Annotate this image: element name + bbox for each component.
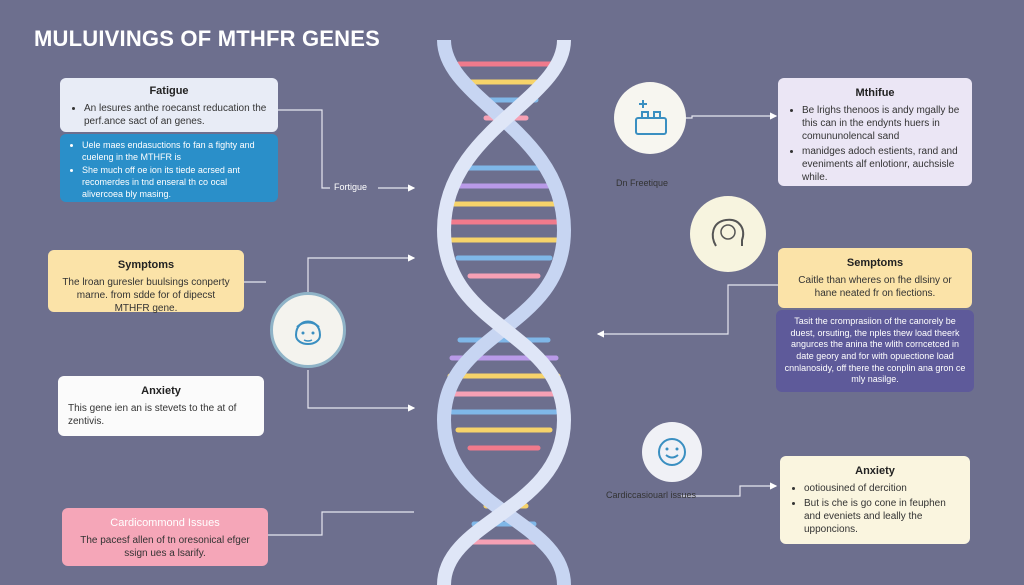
cardio-left-card: Cardicommond Issues The pacesf allen of … [62, 508, 268, 566]
factory-circle [614, 82, 686, 154]
anxiety-left-heading: Anxiety [141, 385, 181, 397]
mthifue-bullet: Be lrighs thenoos is andy mgally be this… [802, 104, 962, 143]
connector-fatigue [278, 109, 330, 189]
fatigue-arrow-label: Fortigue [334, 182, 368, 192]
anxiety-left-text: This gene ien an is stevets to the at of… [68, 403, 237, 428]
fatigue-heading: Fatigue [149, 85, 189, 97]
symptoms-left-card: Symptoms The lroan guresler buulsings co… [48, 250, 244, 315]
head-circle [690, 196, 766, 272]
fatigue-card: Fatigue An lesures anthe roecanst reduca… [60, 78, 278, 132]
symptoms-right-heading: Semptoms [846, 257, 904, 269]
fatigue-detail-bullet: Uele maes endasuctions fo fan a fighty a… [82, 140, 270, 163]
page-title: MULUIVINGS OF MTHFR GENES [34, 26, 380, 51]
connector-cardio-right [680, 482, 778, 497]
dna-strand-b [436, 40, 572, 585]
cardio-left-text: The pacesf allen of tn oresonical efger … [80, 535, 250, 560]
cardio-right-label: Cardiccasiouarl issues [606, 490, 697, 500]
freetique-label: Dn Freetique [616, 178, 669, 188]
symptoms-left-heading: Symptoms [117, 259, 175, 271]
mthifue-heading: Mthifue [855, 87, 895, 99]
mthifue-card: Mthifue Be lrighs thenoos is andy mgally… [778, 78, 972, 186]
fatigue-bullet: An lesures anthe roecanst reducation the… [84, 102, 268, 128]
symptoms-left-text: The lroan guresler buulsings conperty ma… [62, 277, 230, 315]
happy-face-circle [642, 422, 702, 482]
anxiety-right-card: Anxiety ootiousined of dercition But is … [780, 456, 970, 544]
fatigue-detail-bullet: She much off oe ion its tiede acrsed ant… [82, 165, 270, 200]
anxiety-right-bullet: But is che is go cone in feuphen and eve… [804, 497, 960, 536]
anxiety-right-heading: Anxiety [855, 465, 895, 477]
face-icon [294, 320, 322, 345]
symptoms-right-card: Semptoms Caitle than wheres on fhe dlsin… [778, 248, 972, 308]
cardio-left-heading: Cardicommond Issues [110, 517, 220, 529]
connector-symptoms-right [596, 284, 778, 338]
factory-icon [635, 100, 667, 135]
purple-detail-text: Tasit the cromprasiion of the canorely b… [784, 316, 966, 385]
anxiety-right-bullet: ootiousined of dercition [804, 482, 960, 495]
purple-detail-card: Tasit the cromprasiion of the canorely b… [776, 310, 974, 392]
dna-helix [436, 40, 572, 585]
symptoms-right-text: Caitle than wheres on fhe dlsiny or hane… [798, 275, 952, 300]
fatigue-detail-card: Uele maes endasuctions fo fan a fighty a… [60, 134, 278, 202]
anxiety-left-card: Anxiety This gene ien an is stevets to t… [58, 376, 264, 436]
connector-face-bottom [307, 370, 416, 412]
connector-cardio [268, 511, 414, 536]
head-profile-icon [711, 218, 745, 247]
face-circle [270, 292, 346, 368]
happy-face-icon [658, 438, 686, 466]
connector-face-top [307, 254, 416, 300]
mthifue-bullet: manidges adoch estients, rand and evenim… [802, 145, 962, 184]
